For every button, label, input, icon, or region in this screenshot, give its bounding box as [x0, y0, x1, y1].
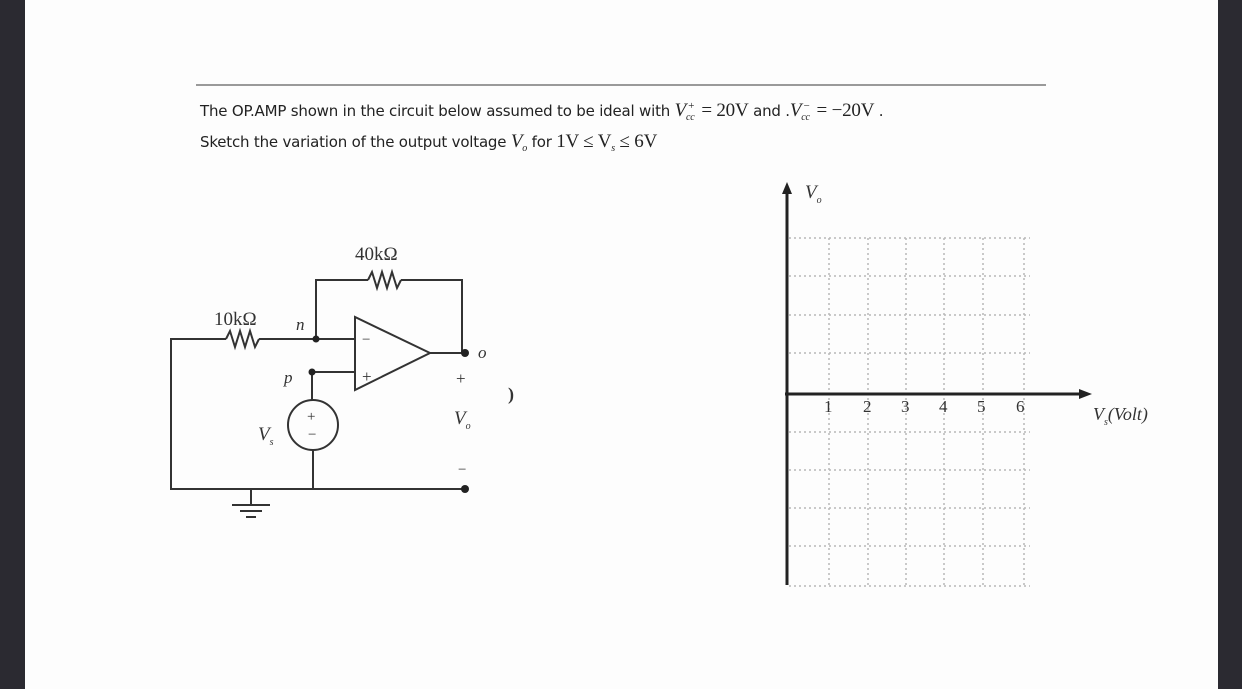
for-text: for: [527, 133, 557, 151]
and-text: and .: [748, 102, 790, 120]
window-frame-right: [1218, 0, 1242, 689]
label-10k: 10kΩ: [214, 309, 257, 330]
horizontal-rule: [196, 84, 1046, 86]
resistor-10k: [225, 327, 260, 351]
problem-line-2: Sketch the variation of the output volta…: [200, 131, 657, 154]
vo-symbol: Vo: [510, 131, 528, 154]
graph-axes: [785, 190, 1082, 585]
resistor-40k: [367, 268, 402, 292]
problem-line-1: The OP.AMP shown in the circuit below as…: [200, 100, 884, 123]
node-n-dot: [312, 335, 320, 343]
x-axis-label: Vs(Volt): [1093, 404, 1148, 428]
tick-2: 2: [863, 397, 872, 416]
node-o-dot: [461, 349, 469, 357]
tick-1: 1: [824, 397, 833, 416]
tick-5: 5: [977, 397, 986, 416]
x-tick-labels: 1 2 3 4 5 6: [824, 397, 1025, 416]
source-minus-sign: −: [308, 427, 316, 443]
source-plus-sign: +: [307, 409, 315, 425]
label-vs: Vs: [258, 424, 274, 448]
x-axis-arrow-icon: [1079, 389, 1092, 399]
vs-range: 1V ≤ Vs ≤ 6V: [556, 131, 658, 154]
circuit-labels: 40kΩ 10kΩ n p o − + + − Vs + Vo − ): [214, 244, 514, 478]
graph-grid: [789, 237, 1030, 587]
opamp-triangle: [354, 315, 433, 392]
problem-text-2: Sketch the variation of the output volta…: [200, 133, 511, 151]
vcc-positive: Vcc+ = 20V: [674, 100, 749, 123]
period: .: [874, 102, 884, 120]
tick-4: 4: [939, 397, 948, 416]
wire-ground-loop: [170, 338, 465, 490]
label-node-n: n: [296, 315, 305, 334]
output-plus-sign: +: [456, 369, 466, 388]
node-ground-dot: [461, 485, 469, 493]
label-vo: Vo: [454, 408, 471, 432]
tick-6: 6: [1016, 397, 1025, 416]
window-frame-left: [0, 0, 23, 689]
y-axis-label: oVo: [805, 182, 822, 206]
document-page: [25, 0, 1218, 689]
wire-feedback-right: [401, 279, 463, 353]
label-node-p: p: [283, 368, 293, 387]
problem-text-1: The OP.AMP shown in the circuit below as…: [200, 102, 675, 120]
output-minus-sign: −: [458, 462, 466, 478]
stray-parenthesis: ): [508, 384, 514, 405]
opamp-plus-sign: +: [362, 367, 372, 386]
circuit-nodes: [308, 335, 469, 493]
label-40k: 40kΩ: [355, 244, 398, 265]
tick-3: 3: [901, 397, 910, 416]
opamp-minus-sign: −: [362, 332, 370, 348]
wire-feedback-left: [315, 279, 368, 339]
node-p-dot: [308, 368, 316, 376]
vcc-negative: Vcc− = −20V: [789, 100, 875, 123]
label-node-o: o: [478, 343, 487, 362]
circuit-diagram: [170, 268, 465, 518]
y-axis-arrow-icon: [782, 182, 792, 194]
